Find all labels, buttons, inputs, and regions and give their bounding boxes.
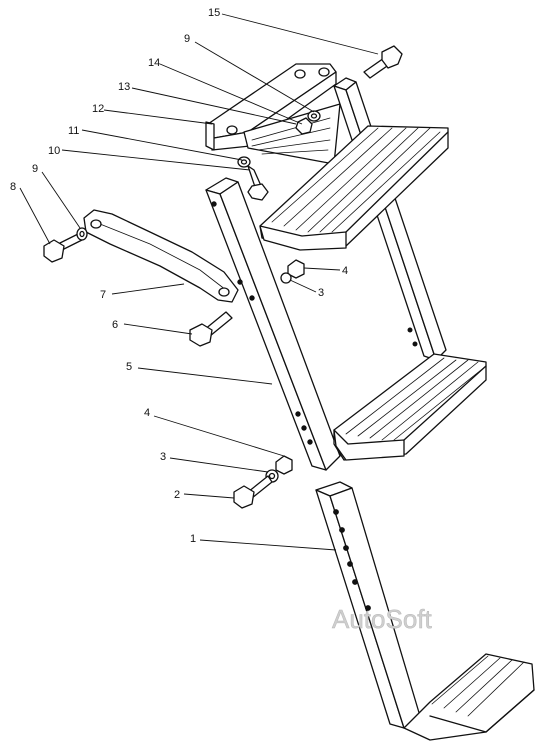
callout-7: 7: [100, 289, 106, 301]
callout-11: 11: [68, 125, 79, 137]
callout-8: 8: [10, 181, 16, 193]
nut-4-lower: [275, 455, 293, 475]
callout-1: 1: [190, 533, 196, 545]
callout-4-lower: 4: [144, 407, 150, 419]
callout-4-upper: 4: [342, 265, 348, 277]
callout-labels: 15 9 14 13 12 11 10 9 8 4 3 7 6 5 4 3 2 …: [10, 7, 348, 545]
callout-14: 14: [148, 57, 160, 69]
callout-6: 6: [112, 319, 118, 331]
callout-2: 2: [174, 489, 180, 501]
callout-5: 5: [126, 361, 132, 373]
callout-12: 12: [92, 103, 104, 115]
bolt-2: [233, 475, 273, 509]
lower-step: [333, 353, 487, 461]
upper-step: [259, 125, 449, 251]
leader-lines: [19, 13, 379, 551]
bolt-15: [363, 45, 403, 79]
nut-14: [295, 117, 313, 135]
washer-9-top: [307, 110, 321, 122]
bolt-8: [43, 233, 83, 263]
bolt-10: [247, 165, 269, 201]
callout-9-top: 9: [184, 33, 190, 45]
front-rail-5: [205, 177, 341, 471]
callout-13: 13: [118, 81, 130, 93]
bolt-6: [189, 311, 233, 347]
brace-7: [83, 209, 239, 303]
watermark: AutoSoft: [332, 604, 433, 634]
washer-9-left: [76, 227, 88, 241]
callout-9-left: 9: [32, 163, 38, 175]
callout-10: 10: [48, 145, 60, 157]
extension-member-1: [315, 481, 535, 741]
callout-3-lower: 3: [160, 451, 166, 463]
callout-15: 15: [208, 7, 220, 19]
callout-3-upper: 3: [318, 287, 324, 299]
washer-3-upper: [280, 272, 292, 284]
